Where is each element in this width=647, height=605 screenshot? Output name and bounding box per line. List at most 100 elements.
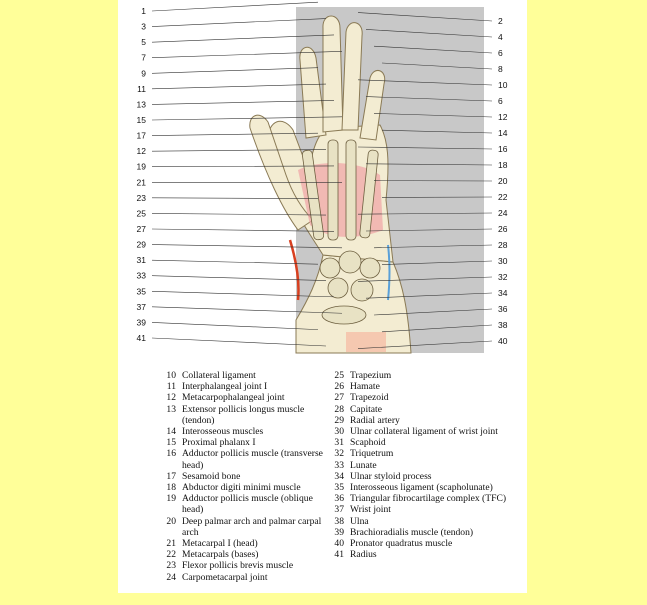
legend-number: 21 [166, 538, 176, 550]
callout-leader-line [151, 116, 343, 121]
legend-text: Abductor digiti minimi muscle [182, 482, 301, 494]
callout-leader-line [151, 67, 319, 74]
callout-label: 38 [498, 320, 508, 330]
callout-leader-line [365, 96, 493, 102]
callout-leader-line [151, 1, 319, 12]
radius-tissue [346, 332, 386, 352]
callout-label: 21 [137, 177, 147, 187]
callout-leader-line [373, 244, 493, 249]
callout-leader-line [151, 149, 327, 152]
metacarpal-bones [301, 139, 379, 241]
legend-number: 14 [166, 426, 176, 438]
callout-label: 28 [498, 240, 508, 250]
callout-leader-line [151, 244, 343, 249]
hand-mri-figure: 135791113151712192123252729313335373941 … [137, 1, 508, 354]
callout-label: 22 [498, 192, 508, 202]
legend-number: 40 [334, 538, 344, 550]
hand-silhouette [249, 15, 412, 354]
callout-label: 4 [498, 32, 503, 42]
legend-number: 33 [334, 459, 344, 471]
callout-label: 35 [137, 286, 147, 296]
callout-leader-line [151, 197, 319, 199]
legend-text: Scaphoid [350, 437, 386, 449]
legend-text: Brachioradialis muscle (tendon) [350, 526, 474, 538]
callout-leader-line [151, 259, 319, 265]
callout-leader-line [365, 29, 493, 38]
callout-label: 9 [141, 68, 146, 78]
legend-entry: 35 Interosseous ligament (scapholunate) [326, 482, 522, 493]
callout-label: 6 [498, 96, 503, 106]
callout-leader-line [381, 129, 493, 134]
legend-text: Metacarpals (bases) [182, 549, 259, 561]
callout-leader-line [151, 34, 335, 43]
callout-label: 36 [498, 304, 508, 314]
legend-entry: 39 Brachioradialis muscle (tendon) [326, 527, 522, 538]
legend-text: Flexor pollicis brevis muscle [182, 560, 294, 572]
callout-leader-line [357, 276, 493, 282]
callout-label: 23 [137, 193, 147, 203]
callout-leader-line [151, 165, 335, 168]
callout-label: 30 [498, 256, 508, 266]
callout-label: 12 [137, 146, 147, 156]
legend-text: Interosseous muscles [182, 426, 264, 438]
legend-entry: 32 Triquetrum [326, 448, 522, 459]
legend-text: Pronator quadratus muscle [350, 538, 453, 550]
legend-number: 28 [334, 403, 344, 415]
legend-number: 27 [334, 392, 344, 404]
callout-leader-line [151, 290, 335, 298]
callout-leader-line [151, 275, 327, 281]
legend-text: Metacarpophalangeal joint [182, 392, 285, 404]
legend-number: 19 [166, 493, 176, 505]
callout-leader-line [373, 308, 493, 316]
legend-text: Interosseous ligament (scapholunate) [350, 482, 493, 494]
legend-text: Interphalangeal joint I [182, 381, 268, 393]
callout-label: 32 [498, 272, 508, 282]
legend-number: 36 [334, 493, 344, 505]
callout-label: 1 [141, 6, 146, 16]
legend-text: Adductor pollicis muscle (oblique head) [182, 493, 313, 516]
callout-label: 17 [137, 131, 147, 141]
legend-entry: 40 Pronator quadratus muscle [326, 538, 522, 549]
legend-text: Wrist joint [350, 504, 391, 516]
legend-number: 35 [334, 482, 344, 494]
legend-number: 32 [334, 448, 344, 460]
callout-leader-line [357, 146, 493, 150]
legend-number: 24 [166, 571, 176, 583]
legend-text: Ulna [350, 515, 369, 527]
callout-label: 39 [137, 317, 147, 327]
legend-text: Triquetrum [350, 448, 394, 460]
callout-leader-line [357, 79, 493, 86]
legend-text: Ulnar styloid process [350, 470, 432, 482]
callout-label: 26 [498, 224, 508, 234]
legend-number: 20 [166, 515, 176, 527]
callout-leader-line [357, 212, 493, 215]
legend-text: Metacarpal I (head) [182, 538, 258, 550]
callout-label: 25 [137, 208, 147, 218]
legend-entry: 19 Adductor pollicis muscle (oblique head… [158, 493, 334, 515]
legend-number: 26 [334, 381, 344, 393]
callout-label: 10 [498, 80, 508, 90]
callout-leader-line [151, 18, 327, 27]
legend-number: 39 [334, 526, 344, 538]
callout-leader-line [365, 228, 493, 232]
legend-number: 29 [334, 414, 344, 426]
legend-text: Sesamoid bone [182, 470, 241, 482]
legend-number: 34 [334, 470, 344, 482]
callout-leader-line [365, 163, 493, 166]
callout-leader-line [151, 51, 343, 59]
